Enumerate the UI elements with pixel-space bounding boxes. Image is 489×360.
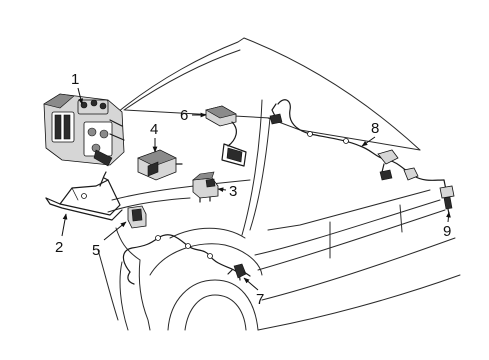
callout-2: 2 <box>55 213 68 256</box>
steering-angle-sensor <box>205 105 247 167</box>
rear-wheel-speed-sensor <box>439 179 455 215</box>
callout-label-6: 6 <box>180 107 188 124</box>
vehicle-body-outline <box>97 37 461 331</box>
callout-label-4: 4 <box>150 121 158 138</box>
callout-8: 8 <box>361 120 379 147</box>
callout-label-2: 2 <box>55 239 63 256</box>
callout-7: 7 <box>243 277 264 308</box>
callout-6: 6 <box>180 107 207 124</box>
callout-9: 9 <box>443 211 451 240</box>
callout-label-1: 1 <box>71 71 79 88</box>
callout-label-9: 9 <box>443 223 451 240</box>
control-module <box>137 149 183 181</box>
callout-label-8: 8 <box>371 120 379 137</box>
rear-sensor-harness <box>269 99 445 181</box>
abs-modulator-assembly <box>43 93 125 167</box>
front-wheel-speed-sensor-harness <box>122 234 251 285</box>
callout-5: 5 <box>92 221 127 259</box>
callout-3: 3 <box>217 183 237 200</box>
abs-bracket <box>45 171 123 221</box>
callout-label-7: 7 <box>256 291 264 308</box>
callout-label-3: 3 <box>229 183 237 200</box>
callout-1: 1 <box>71 71 84 105</box>
yaw-rate-sensor <box>192 171 219 203</box>
callout-label-5: 5 <box>92 242 100 259</box>
wiring-connector <box>127 205 147 229</box>
callout-4: 4 <box>150 121 158 153</box>
